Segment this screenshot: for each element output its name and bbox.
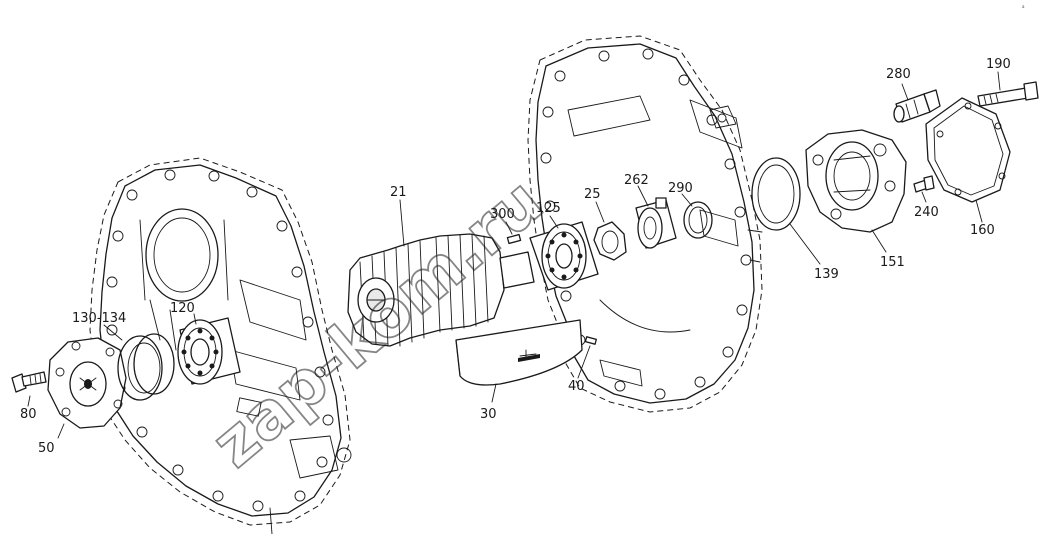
part-139-seal bbox=[751, 157, 801, 231]
callout-160: 160 bbox=[970, 223, 995, 238]
part-151-housing bbox=[805, 129, 907, 233]
callout-125: 125 bbox=[536, 201, 561, 216]
part-40-pin bbox=[584, 336, 597, 345]
part-300-key bbox=[506, 233, 522, 245]
callout-120: 120 bbox=[170, 301, 195, 316]
callout-240: 240 bbox=[914, 205, 939, 220]
callout-262: 262 bbox=[624, 173, 649, 188]
callout-50: 50 bbox=[38, 441, 55, 456]
callout-40: 40 bbox=[568, 379, 585, 394]
part-262-collar bbox=[635, 197, 677, 249]
callout-290: 290 bbox=[668, 181, 693, 196]
callout-151: 151 bbox=[880, 255, 905, 270]
corner-mark: a bbox=[1022, 4, 1025, 9]
part-190-bolt bbox=[977, 81, 1039, 107]
part-25-nut bbox=[593, 221, 627, 261]
callout-130-134: 130-134 bbox=[72, 311, 126, 326]
part-290-ring bbox=[683, 201, 713, 239]
part-30-shield bbox=[455, 319, 583, 386]
part-160-cover-plate bbox=[925, 97, 1011, 203]
callout-25: 25 bbox=[584, 187, 601, 202]
part-120-bearing bbox=[177, 317, 241, 385]
part-240-screw bbox=[913, 175, 935, 193]
part-80-bolt bbox=[11, 371, 47, 393]
callout-300: 300 bbox=[490, 207, 515, 222]
part-50-cover bbox=[47, 337, 127, 429]
callout-139: 139 bbox=[814, 267, 839, 282]
part-280-plug bbox=[893, 89, 941, 123]
part-125-bearing bbox=[529, 221, 599, 291]
part-130-134-ring bbox=[117, 333, 175, 401]
callout-190: 190 bbox=[986, 57, 1011, 72]
callout-30: 30 bbox=[480, 407, 497, 422]
callout-labels: 80 50 130-134 120 21 300 125 25 262 290 … bbox=[20, 57, 1011, 456]
callout-80: 80 bbox=[20, 407, 37, 422]
part-21-gear-shaft bbox=[347, 233, 535, 347]
callout-21: 21 bbox=[390, 185, 407, 200]
leader-lines bbox=[27, 71, 1001, 439]
right-housing bbox=[527, 35, 763, 413]
callout-280: 280 bbox=[886, 67, 911, 82]
